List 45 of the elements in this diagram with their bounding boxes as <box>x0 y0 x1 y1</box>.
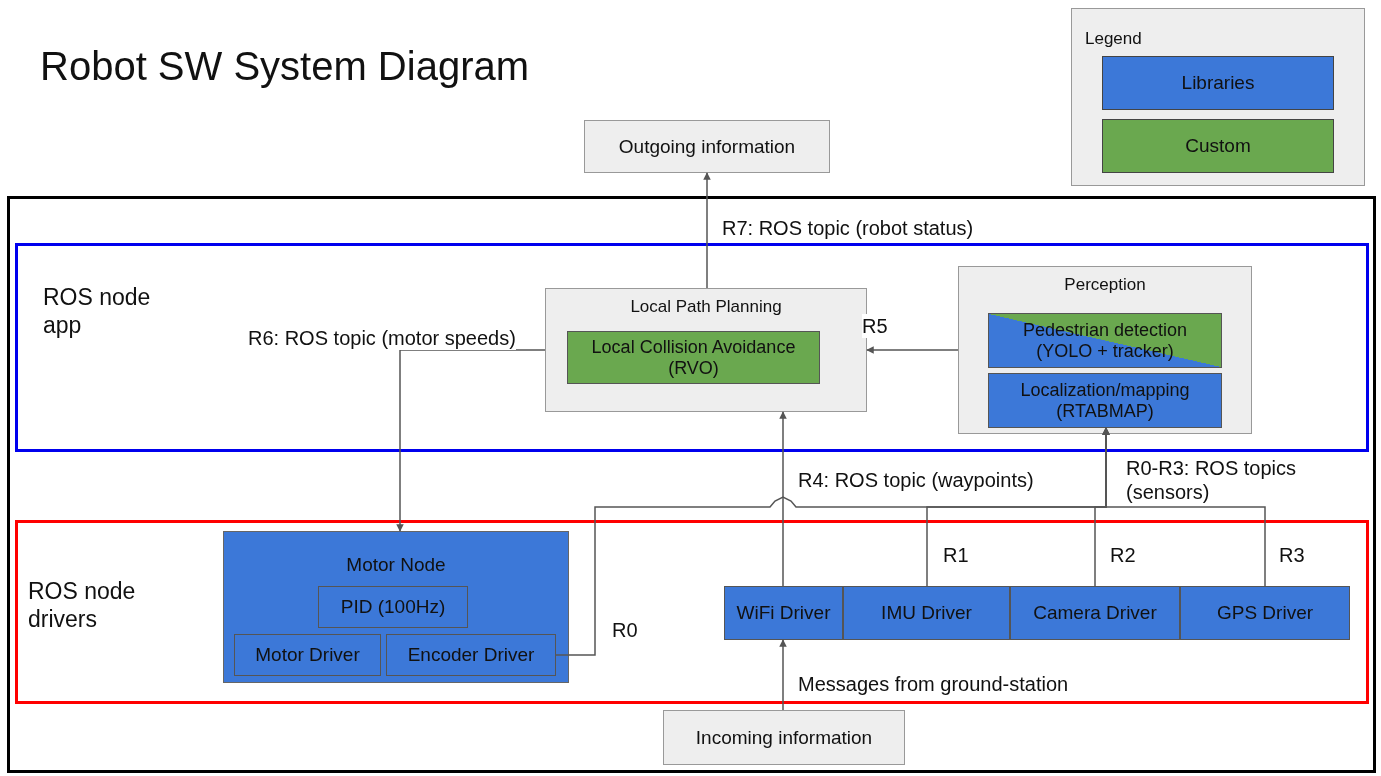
edge-label: R5 <box>862 314 888 338</box>
driver-box <box>843 586 1010 640</box>
info-box <box>663 710 905 765</box>
bus-annotation: R0-R3: ROS topics (sensors) <box>1126 456 1298 504</box>
arrow <box>779 411 787 587</box>
box-label: Incoming information <box>694 726 874 749</box>
driver-box <box>1010 586 1180 640</box>
module-box <box>223 531 569 683</box>
module-title: Perception <box>1063 275 1147 296</box>
legend-label: Libraries <box>1181 72 1255 94</box>
box-label: Local Collision Avoidance (RVO) <box>590 336 797 379</box>
group-heading: ROS node app <box>43 284 152 340</box>
driver-box <box>1180 586 1350 640</box>
arrow <box>703 172 711 289</box>
legend-heading: Legend <box>1085 29 1142 50</box>
box-label: GPS Driver <box>1215 602 1315 624</box>
box-label: Localization/mapping (RTABMAP) <box>1019 379 1191 422</box>
module-title: Local Path Planning <box>629 297 783 318</box>
box-label: WiFi Driver <box>735 602 832 624</box>
group-region <box>15 243 1369 452</box>
component-box <box>988 313 1222 368</box>
module-title: Motor Node <box>345 554 447 577</box>
group-region <box>15 520 1369 704</box>
box-label: Encoder Driver <box>406 644 536 666</box>
legend-label: Custom <box>1185 135 1251 157</box>
component-box <box>386 634 556 676</box>
arrow <box>1102 427 1266 587</box>
arrow <box>866 346 959 354</box>
component-box <box>567 331 820 384</box>
diagram-title: Robot SW System Diagram <box>40 43 530 90</box>
group-heading: ROS node drivers <box>28 578 137 634</box>
box-label: IMU Driver <box>880 602 973 624</box>
component-box <box>234 634 381 676</box>
driver-box <box>724 586 843 640</box>
box-label: Motor Driver <box>254 644 361 666</box>
info-box <box>584 120 830 173</box>
box-label: PID (100Hz) <box>339 596 447 618</box>
component-box <box>318 586 468 628</box>
arrow <box>396 349 546 532</box>
arrow <box>779 639 787 711</box>
system-frame <box>7 196 1376 773</box>
box-label: Outgoing information <box>617 135 797 158</box>
module-box <box>958 266 1252 434</box>
box-label: Camera Driver <box>1032 602 1158 624</box>
component-box <box>988 373 1222 428</box>
